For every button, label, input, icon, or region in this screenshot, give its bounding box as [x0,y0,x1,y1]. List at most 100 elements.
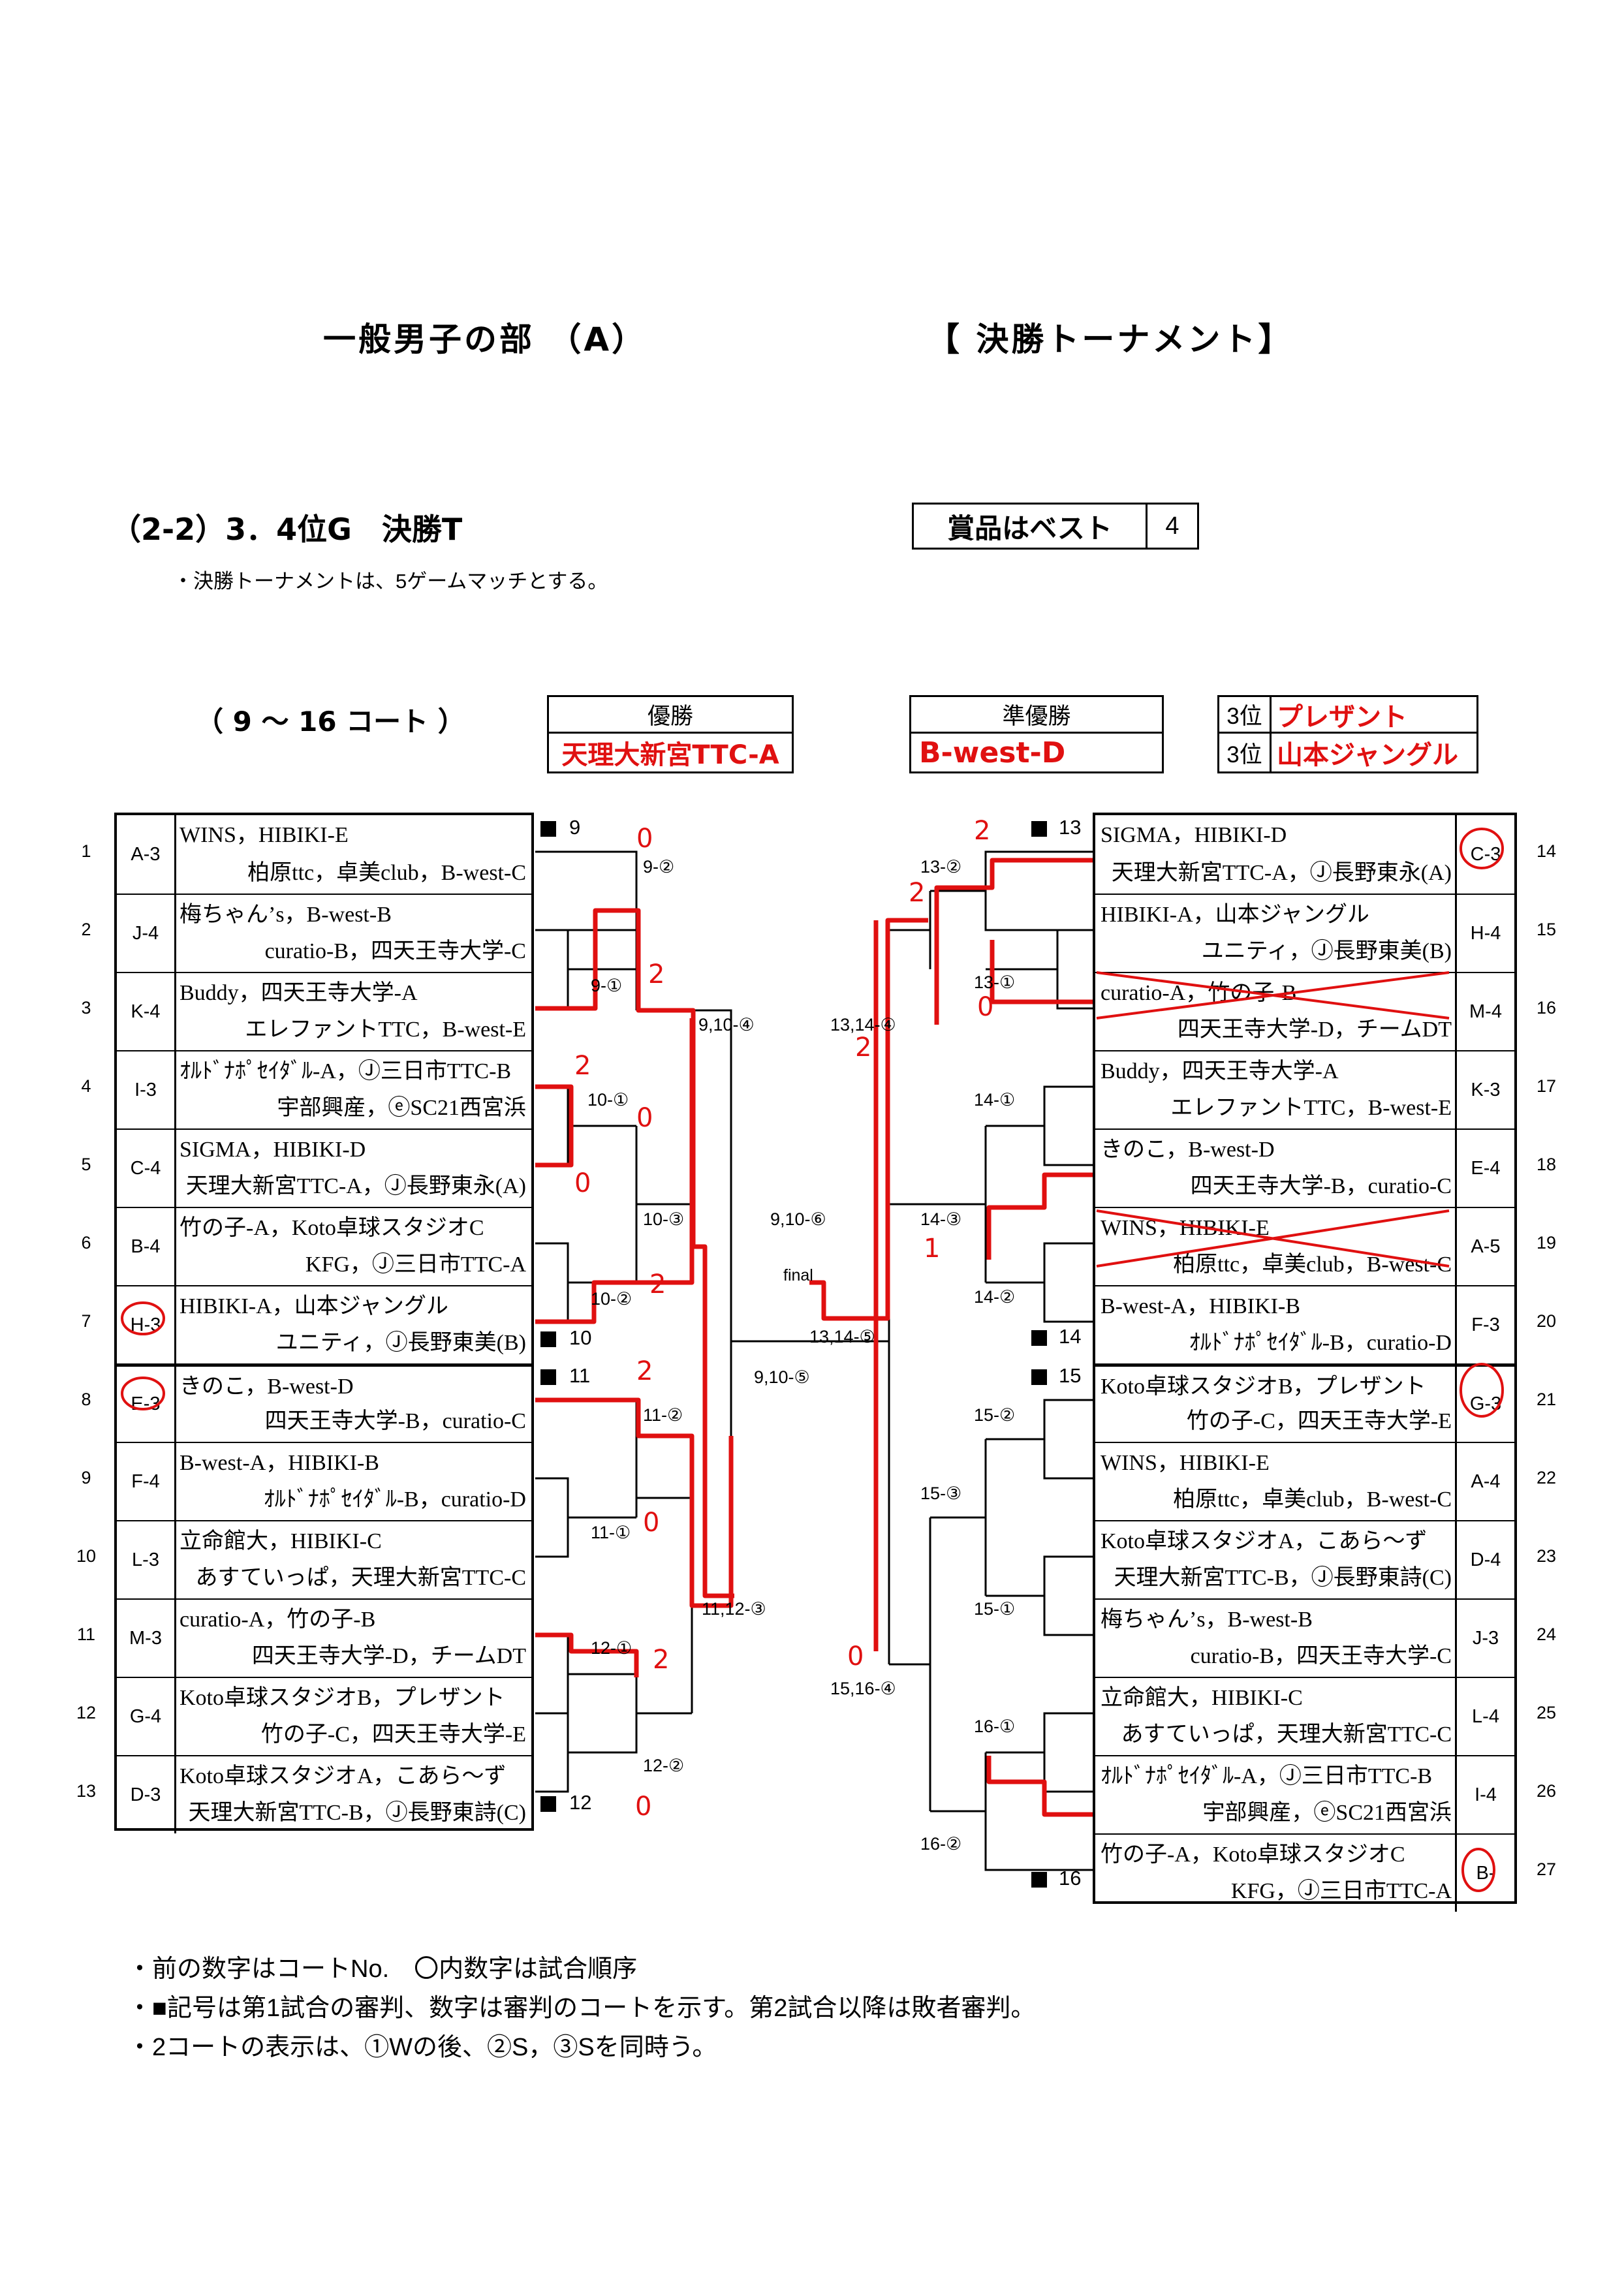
entry-number: 15 [1536,920,1557,939]
footnote-line: ・前の数字はコートNo. 〇内数字は試合順序 [127,1955,638,1983]
hand-score: 1 [924,1234,941,1264]
red-path-l3 [535,1018,695,1324]
entry-team-line2: 天理大新宮TTC-B，Ⓙ長野東詩(C) [188,1801,526,1825]
circle-g3 [1460,1363,1504,1418]
entry-team-line1: 梅ちゃん’s，B-west-B [1101,1608,1313,1632]
match-1516-4: 15,16-④ [830,1679,896,1698]
entry-number: 12 [76,1703,97,1722]
entry-team-line1: ｵﾙﾄﾞﾅﾎﾟｾｲﾀﾞﾙ-A，Ⓙ三日市TTC-B [180,1059,512,1083]
section-title: （2-2）3．4位G 決勝T [111,512,463,547]
bracket-r-21-22 [986,1399,1093,1480]
circle-h3 [121,1301,165,1335]
entry-team-line2: エレファントTTC，B-west-E [1170,1096,1452,1120]
hand-score: 2 [648,959,665,989]
referee-marker [1031,1369,1047,1385]
entry-team-line1: B-west-A，HIBIKI-B [180,1451,379,1475]
bracket-l-10 [635,1126,692,1283]
court-range: （ 9 〜 16 コート ） [196,706,465,738]
bracket-l-2-3 [535,929,569,1010]
match-final: final [783,1266,813,1284]
footnote-line: ・2コートの表示は、①Wの後、②S，③Sを同時う。 [127,2034,717,2061]
referee-court-16: 16 [1059,1867,1082,1890]
entry-position: A-3 [117,815,176,894]
match-9-1: 9-① [591,976,623,995]
entry-team-line1: HIBIKI-A，山本ジャングル [1101,903,1369,927]
entry-number: 6 [81,1233,91,1252]
entry-number: 23 [1536,1546,1557,1566]
match-15-2: 15-② [974,1405,1016,1425]
entry-position: J-4 [117,895,176,972]
entry-team-line1: きのこ，B-west-D [1101,1138,1275,1162]
referee-marker [1031,821,1047,837]
entry-team-line2: 柏原ttc，卓美club，B-west-C [1173,1487,1452,1512]
entry-position: K-3 [1455,1051,1514,1128]
referee-court-13: 13 [1059,816,1082,839]
entry-team-line2: 四天王寺大学-B，curatio-C [264,1409,526,1433]
hand-score: 2 [574,1051,591,1081]
match-10-1: 10-① [587,1090,629,1110]
entry-position: L-3 [117,1521,176,1598]
bracket-r-q2 [930,1126,987,1283]
match-13-2: 13-② [920,857,962,877]
entry-number: 5 [81,1155,91,1174]
hand-score: 2 [653,1645,670,1675]
match-1314-4: 13,14-④ [830,1015,896,1035]
entry-position: A-5 [1455,1208,1514,1285]
third-place-box: 3位 プレザント 3位 山本ジャングル [1217,695,1478,773]
entry-team-line1: Koto卓球スタジオA，こあら〜ず [1101,1529,1428,1553]
entry-number: 24 [1536,1625,1557,1644]
hand-score: 0 [636,824,653,854]
entry-team-line2: ユニティ，Ⓙ長野東美(B) [275,1331,526,1355]
bracket-l-12-13 [535,1674,692,1793]
circle-e3 [121,1377,165,1410]
bracket-r-25-26 [986,1712,1093,1793]
entry-team-line1: きのこ，B-west-D [180,1375,354,1399]
entry-position: E-3 [117,1367,176,1442]
match-13-1: 13-① [974,972,1016,992]
third1-label: 3位 [1219,697,1272,734]
entry-position: D-3 [117,1756,176,1833]
bracket-r-17-18 [986,1085,1093,1166]
entry-team-line1: SIGMA，HIBIKI-D [180,1138,366,1162]
red-path-l1 [535,908,696,1247]
entry-number: 13 [76,1781,97,1801]
entry-position: D-4 [1455,1521,1514,1598]
match-12-1: 12-① [591,1638,632,1658]
entry-team-line1: 立命館大，HIBIKI-C [1101,1686,1303,1710]
entry-team-line2: 天理大新宮TTC-B，Ⓙ長野東詩(C) [1114,1566,1452,1590]
entry-team-line1: curatio-A，竹の子-B [180,1608,376,1632]
entry-team-line2: 四天王寺大学-B，curatio-C [1190,1174,1452,1198]
entry-teams: HIBIKI-A，山本ジャングルユニティ，Ⓙ長野東美(B) [174,1286,531,1363]
hand-score: 0 [847,1641,864,1672]
entry-team-line1: HIBIKI-A，山本ジャングル [180,1294,448,1318]
entry-team-line1: 竹の子-A，Koto卓球スタジオC [180,1216,484,1240]
entry-team-line1: SIGMA，HIBIKI-D [1101,823,1287,847]
page-title: 一般男子の部 （A） [323,320,648,358]
red-path-r4 [986,1756,1093,1817]
entry-team-line2: 四天王寺大学-D，チームDT [251,1644,526,1668]
entry-number: 2 [81,920,91,939]
entry-number: 22 [1536,1468,1557,1487]
entry-position: K-4 [117,973,176,1050]
referee-marker [540,1369,556,1385]
referee-court-10: 10 [569,1326,592,1349]
match-16-1: 16-① [974,1717,1016,1736]
red-path-l2 [535,1084,574,1168]
match-9-2: 9-② [643,857,675,877]
entry-team-line1: WINS，HIBIKI-E [1101,1216,1270,1240]
red-path-l4 [535,1244,734,1608]
entry-teams: Koto卓球スタジオA，こあら〜ず天理大新宮TTC-B，Ⓙ長野東詩(C) [1095,1521,1457,1598]
entry-number: 1 [81,841,91,861]
match-15-3: 15-③ [920,1484,962,1503]
entry-number: 18 [1536,1155,1557,1174]
